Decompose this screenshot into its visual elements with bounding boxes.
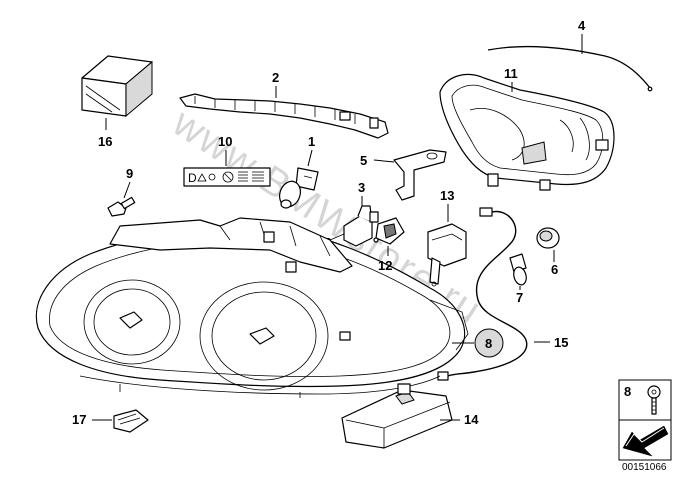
- warning-label-d: D: [188, 171, 197, 185]
- callout-10: 10: [218, 134, 232, 149]
- callout-3: 3: [358, 180, 365, 195]
- callout-16: 16: [98, 134, 112, 149]
- part-7-small-bulb[interactable]: [509, 253, 528, 286]
- callout-13: 13: [440, 188, 454, 203]
- part-14-cover[interactable]: [341, 383, 453, 449]
- callout-11: 11: [504, 66, 518, 81]
- callout-6: 6: [551, 262, 558, 277]
- callouts: 1 2 3 4 5 6 7 8 8 9 10 11 12 13 14 15 16…: [72, 18, 631, 427]
- callout-14: 14: [464, 412, 479, 427]
- part-12-socket[interactable]: [373, 217, 405, 245]
- callout-2: 2: [272, 70, 279, 85]
- part-5-clip[interactable]: [393, 149, 447, 201]
- part-8-grommet[interactable]: [474, 328, 504, 358]
- legend-box: [618, 379, 672, 461]
- callout-17: 17: [72, 412, 86, 427]
- callout-12: 12: [378, 258, 392, 273]
- callout-7: 7: [516, 290, 523, 305]
- callout-4: 4: [578, 18, 586, 33]
- part-17-module[interactable]: [113, 409, 149, 433]
- part-4-wire[interactable]: [487, 45, 651, 89]
- main-headlight[interactable]: [35, 217, 469, 398]
- part-11-housing[interactable]: [439, 73, 615, 191]
- legend-arrow-icon: [622, 425, 669, 457]
- callout-8: 8: [485, 336, 492, 351]
- part-1-bulb[interactable]: [276, 167, 319, 210]
- part-2-bracket[interactable]: [179, 93, 389, 139]
- legend-screw-icon: [647, 385, 661, 415]
- part-16-box[interactable]: [81, 55, 153, 118]
- diagram-code: 00151066: [622, 462, 667, 473]
- callout-9: 9: [126, 166, 133, 181]
- callout-5: 5: [360, 153, 367, 168]
- part-15-cable[interactable]: [437, 207, 528, 381]
- part-13-connector[interactable]: [427, 223, 467, 287]
- callout-15: 15: [554, 335, 568, 350]
- callout-8-legend: 8: [624, 384, 631, 399]
- part-6-cap[interactable]: [536, 227, 560, 249]
- callout-1: 1: [308, 134, 315, 149]
- part-9-screw[interactable]: [107, 196, 136, 217]
- part-10-warning-label[interactable]: D: [183, 167, 271, 187]
